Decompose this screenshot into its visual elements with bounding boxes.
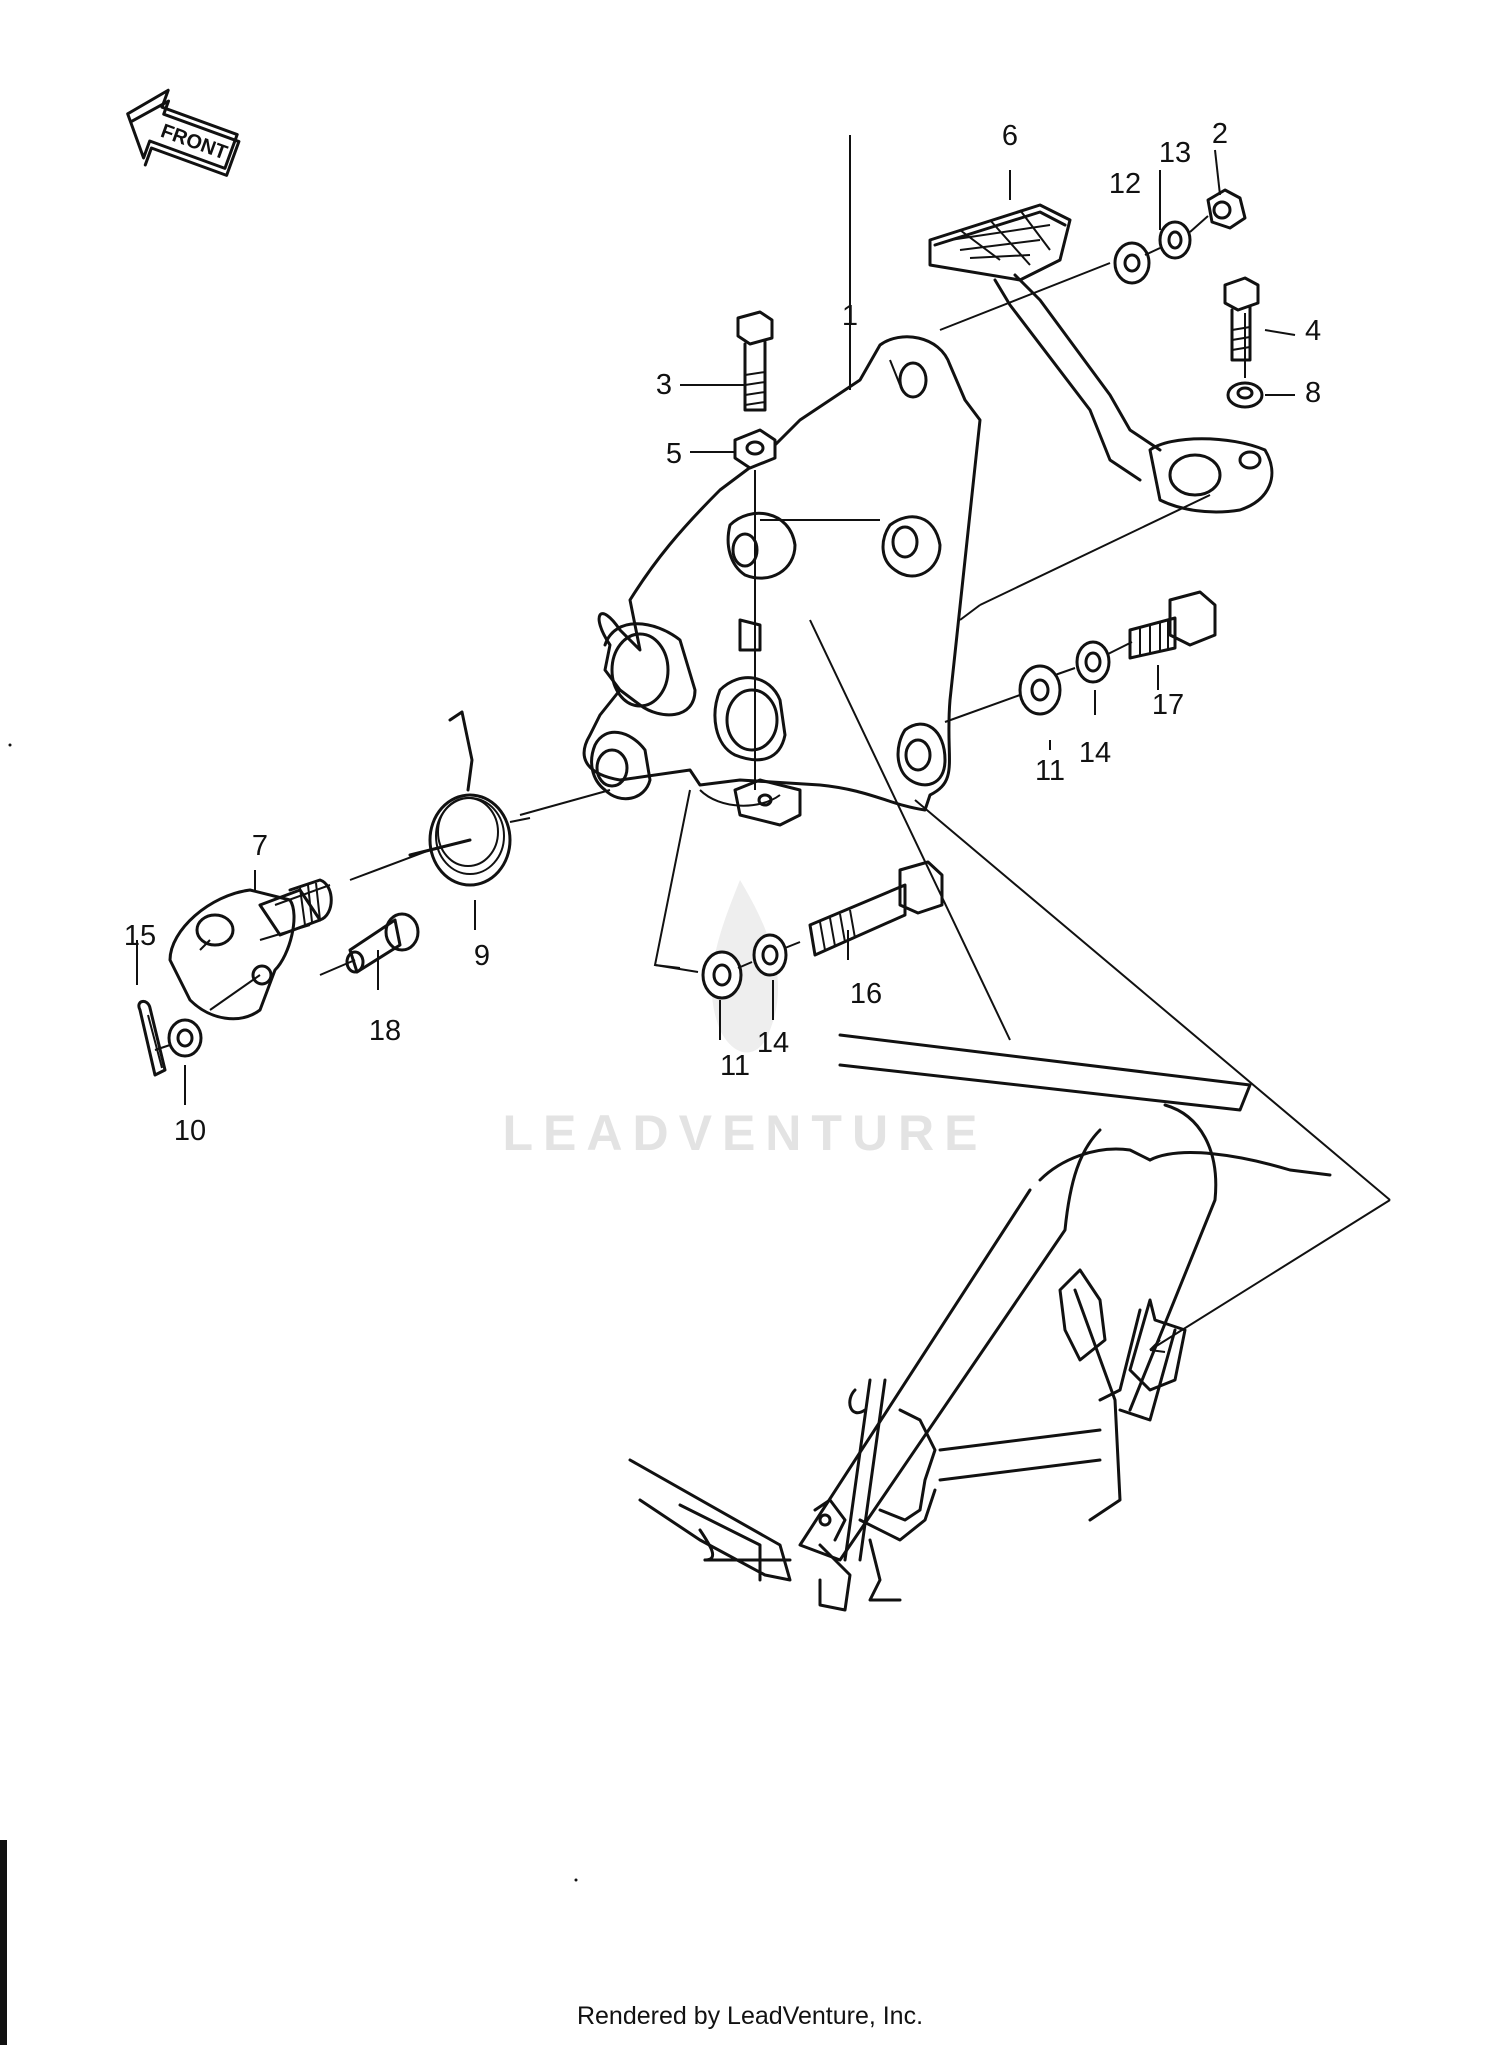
callout-14-lower: 14	[757, 1027, 789, 1059]
frame	[628, 1033, 1332, 1612]
leader-lines	[136, 135, 1391, 1353]
callout-12: 12	[1109, 168, 1141, 200]
scan-speck	[8, 743, 12, 747]
bolt-part-16	[808, 860, 944, 957]
washer-part-12	[1113, 241, 1151, 285]
cotter-pin-part-15	[137, 1000, 167, 1077]
callout-2: 2	[1212, 118, 1228, 150]
lock-washer-part-13	[1158, 220, 1192, 260]
callout-17: 17	[1152, 689, 1184, 721]
callout-14-right: 14	[1079, 737, 1111, 769]
callout-3: 3	[656, 369, 672, 401]
callout-8: 8	[1305, 377, 1321, 409]
callouts: 1 2 3 4 5 6 7 8 9 10 11 11 12 13 14 14 1…	[124, 118, 1321, 1147]
footer-credit: Rendered by LeadVenture, Inc.	[576, 2002, 924, 2030]
bolt-part-4	[1223, 276, 1260, 362]
front-arrow-icon: FRONT	[126, 88, 241, 177]
callout-4: 4	[1305, 315, 1321, 347]
callout-9: 9	[474, 940, 490, 972]
washer-part-11-right	[1018, 664, 1062, 716]
callout-7: 7	[252, 830, 268, 862]
callout-13: 13	[1159, 137, 1191, 169]
washer-part-11-lower	[701, 950, 743, 1000]
spring-part-9	[408, 710, 512, 887]
callout-10: 10	[174, 1115, 206, 1147]
scan-edge-bar	[0, 1840, 7, 2045]
lock-washer-part-14-lower	[752, 933, 788, 977]
nut-part-2	[1206, 188, 1247, 230]
washer-part-10	[167, 1018, 203, 1058]
callout-16: 16	[850, 978, 882, 1010]
clevis-pin-part-18	[345, 912, 420, 974]
watermark: LEADVENTURE	[502, 880, 987, 1161]
scan-speck	[574, 1878, 578, 1882]
callout-5: 5	[666, 438, 682, 470]
callout-11-right: 11	[1035, 755, 1065, 787]
lock-washer-part-14-right	[1075, 640, 1111, 684]
pedal-part-6	[928, 203, 1274, 514]
watermark-text: LEADVENTURE	[502, 1105, 987, 1161]
callout-15: 15	[124, 920, 156, 952]
callout-1: 1	[842, 300, 858, 332]
callout-18: 18	[369, 1015, 401, 1047]
bracket-part-1	[582, 335, 982, 827]
callout-11-lower: 11	[720, 1050, 750, 1082]
shaft-part-7	[168, 878, 333, 1021]
callout-6: 6	[1002, 120, 1018, 152]
bolt-part-3	[736, 310, 774, 412]
bolt-part-17	[1128, 590, 1217, 660]
washer-part-8	[1226, 381, 1264, 409]
nut-part-5	[733, 428, 777, 470]
